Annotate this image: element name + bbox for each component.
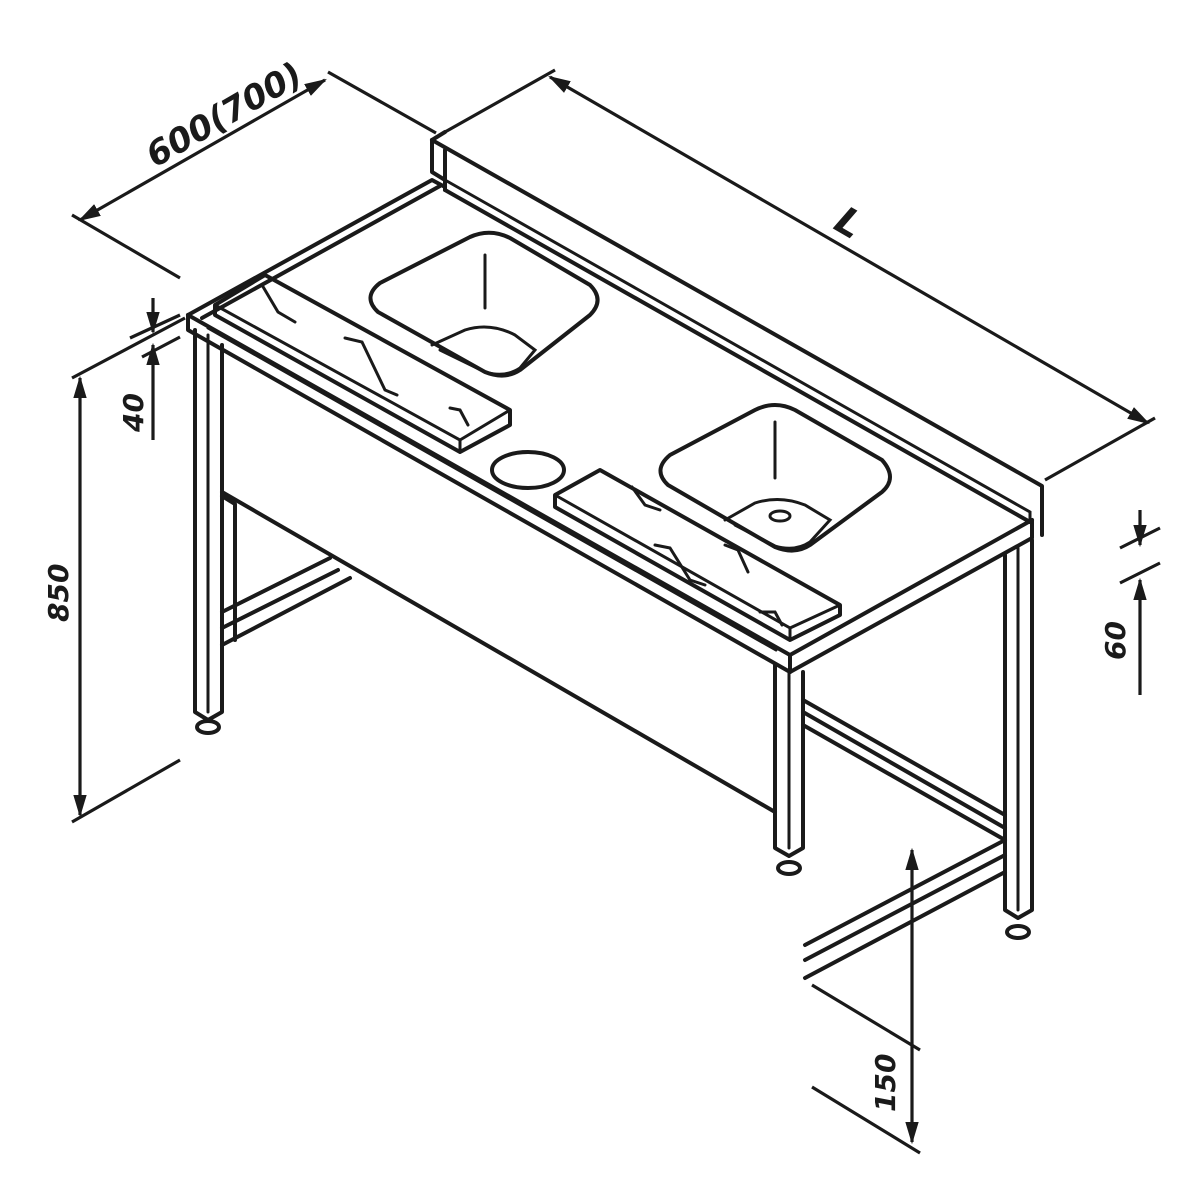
leg-front-left [193,328,224,735]
height-label: 850 [42,564,75,622]
worktop [186,178,1034,674]
frame-rails [220,556,1007,980]
dim-top-thickness: 40 [117,298,181,440]
thickness-label: 40 [117,393,150,433]
drain-icon [768,509,792,523]
dim-length: L [444,68,1156,482]
leg-front-right [773,662,805,876]
depth-label: 600(700) [140,55,310,176]
dim-rail-height: 150 [811,847,921,1155]
backsplash [430,130,1044,537]
dim-depth: 600(700) [71,55,437,280]
left-drainboard [213,273,512,454]
dim-upstand: 60 [1099,510,1161,695]
leg-back-left [220,494,237,642]
dim-height: 850 [42,316,186,824]
leg-back-right [1003,538,1034,940]
rail-height-label: 150 [869,1054,902,1112]
upstand-label: 60 [1099,621,1132,660]
sink-bowl-right [658,403,892,553]
skirt [220,490,777,814]
waste-hole [490,450,566,490]
right-drainboard [553,468,842,642]
